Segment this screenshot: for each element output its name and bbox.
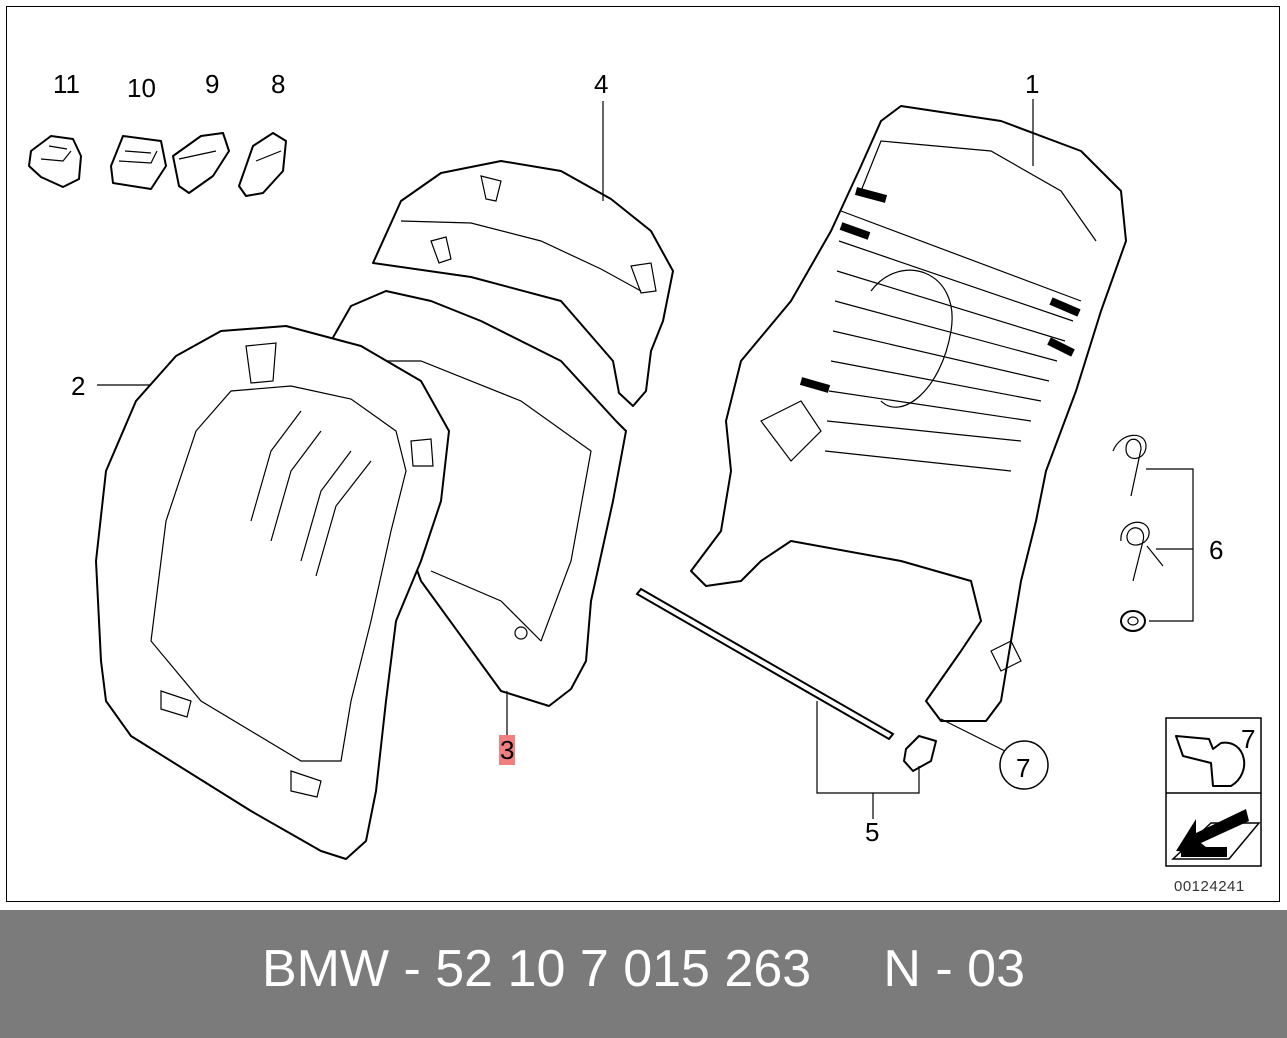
footer-bar: BMW - 52 10 7 015 263 N - 03 [0,910,1287,1038]
callout-6: 6 [1209,535,1224,565]
parts-diagram [28,99,1262,867]
part-2-front-cover [95,325,450,860]
diagram-id: 00124241 [1174,878,1245,895]
part-4-back-panel [372,160,674,407]
part-8-wedge [238,132,287,197]
part-number-text: BMW - 52 10 7 015 263 N - 03 [261,940,1026,998]
callout-9: 9 [205,69,220,99]
callout-4: 4 [594,69,609,99]
callout-7-circled: 7 [1016,753,1031,783]
leader-lines [97,99,1194,819]
part-11-clip [28,135,82,188]
callout-7-circle [999,740,1049,790]
callout-10: 10 [127,73,156,103]
part-9-wedge [172,132,230,194]
part-1-seat-frame [690,105,1127,722]
callout-3-highlighted: 3 [499,735,516,765]
part-6-springs [1112,434,1164,632]
diagram-frame: 11 10 9 8 4 1 2 3 6 5 7 7 00124241 [6,6,1280,902]
callout-2: 2 [71,371,86,401]
part-5-rod [635,587,937,772]
callout-7-legend: 7 [1241,724,1256,754]
callout-11: 11 [53,69,80,99]
callout-8: 8 [271,69,286,99]
legend-box [1165,717,1262,867]
callout-5: 5 [865,817,880,847]
part-10-clip [110,135,167,190]
callout-1: 1 [1025,69,1040,99]
